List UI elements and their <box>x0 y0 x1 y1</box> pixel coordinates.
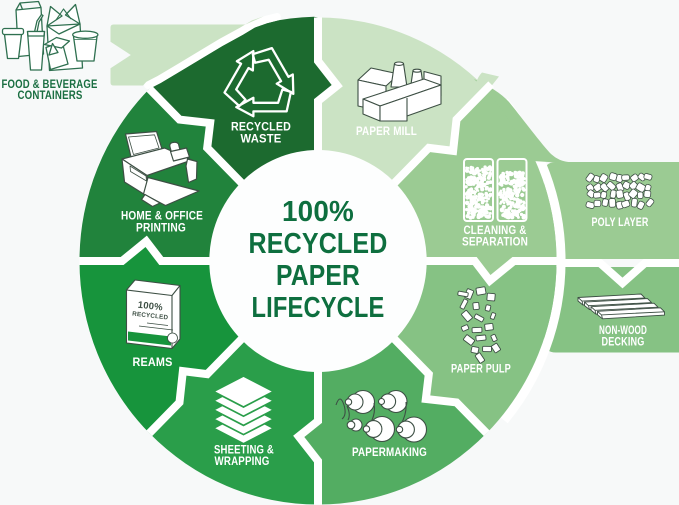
svg-text:SHEETING &: SHEETING & <box>214 445 274 457</box>
svg-text:CONTAINERS: CONTAINERS <box>18 90 83 102</box>
svg-text:PAPER MILL: PAPER MILL <box>356 126 417 138</box>
svg-text:PRINTING: PRINTING <box>136 223 186 235</box>
svg-text:RECYCLED: RECYCLED <box>249 228 388 260</box>
svg-text:NON-WOOD: NON-WOOD <box>599 325 647 337</box>
svg-text:HOME & OFFICE: HOME & OFFICE <box>121 211 203 223</box>
svg-text:DECKING: DECKING <box>602 337 645 349</box>
svg-text:FOOD & BEVERAGE: FOOD & BEVERAGE <box>2 79 98 91</box>
svg-text:PAPERMAKING: PAPERMAKING <box>352 447 427 459</box>
svg-text:RECYCLED: RECYCLED <box>132 310 169 321</box>
svg-text:PAPER PULP: PAPER PULP <box>451 364 511 376</box>
svg-text:CLEANING &: CLEANING & <box>464 225 527 237</box>
svg-text:100%: 100% <box>137 300 164 314</box>
svg-text:SEPARATION: SEPARATION <box>462 237 528 249</box>
svg-text:LIFECYCLE: LIFECYCLE <box>252 292 385 324</box>
svg-text:RECYCLED: RECYCLED <box>231 122 291 134</box>
svg-text:PAPER: PAPER <box>276 260 360 292</box>
svg-text:POLY LAYER: POLY LAYER <box>592 217 649 229</box>
svg-text:REAMS: REAMS <box>133 357 173 369</box>
svg-text:100%: 100% <box>282 196 354 228</box>
svg-text:WASTE: WASTE <box>241 134 282 146</box>
svg-text:WRAPPING: WRAPPING <box>215 456 270 468</box>
